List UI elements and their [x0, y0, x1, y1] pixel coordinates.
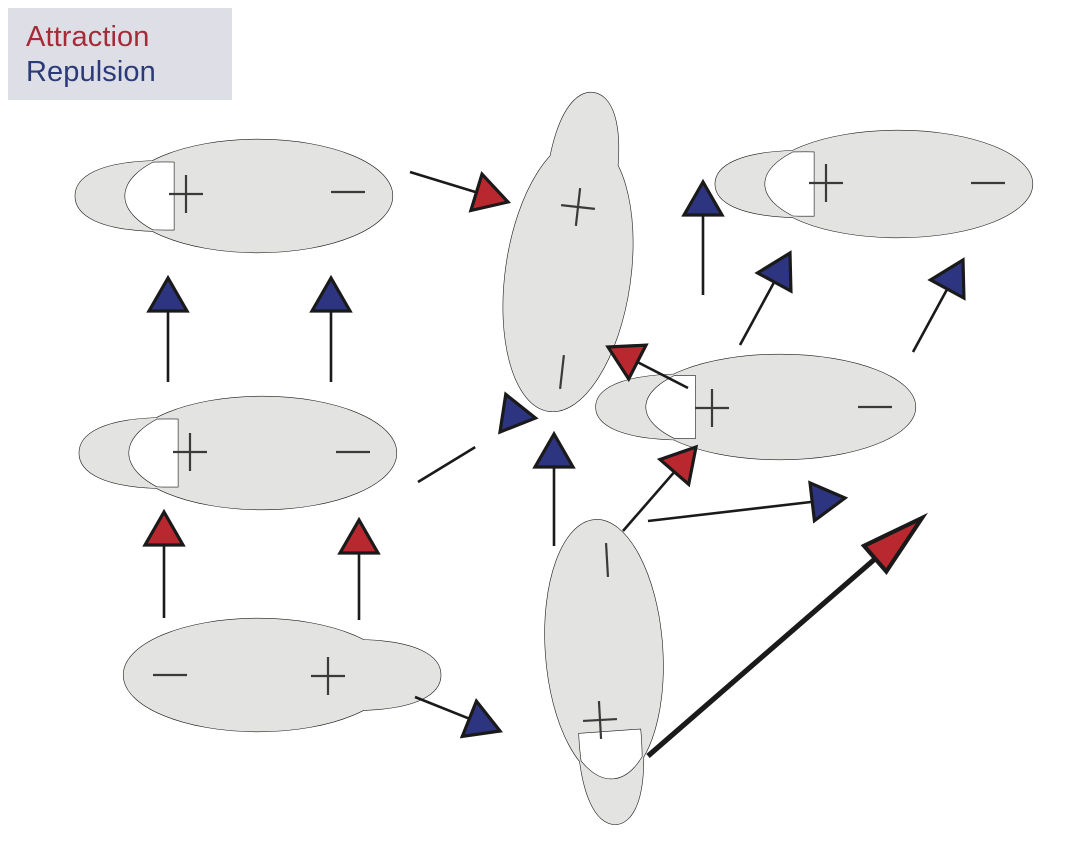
particle-middle-right-dipole — [595, 353, 917, 461]
arrow-head-repulsion — [681, 178, 725, 217]
arrow-attraction — [605, 343, 689, 390]
arrow-attraction — [409, 170, 512, 213]
pole-mark-positive — [560, 187, 596, 227]
pole-mark-positive — [311, 657, 345, 695]
arrow-head-repulsion — [497, 391, 539, 435]
arrow-repulsion — [911, 257, 966, 353]
arrow-shaft — [414, 695, 474, 722]
arrow-repulsion — [417, 391, 539, 484]
arrow-shaft — [409, 170, 481, 195]
pole-mark-positive — [809, 164, 843, 202]
arrow-head-repulsion — [808, 480, 849, 524]
particle-body-fill — [544, 519, 664, 825]
arrow-head-repulsion — [532, 430, 576, 469]
arrow-shaft — [633, 359, 689, 390]
particles-layer — [74, 91, 1034, 825]
arrow-head-attraction — [468, 171, 512, 213]
particle-bottom-left-dipole-reversed — [122, 617, 442, 733]
pole-mark-positive — [169, 175, 203, 213]
arrow-repulsion — [681, 178, 725, 295]
force-legend: Attraction Repulsion — [8, 8, 232, 100]
pole-dash — [604, 542, 610, 578]
particle-body-fill — [75, 139, 393, 253]
pole-dash-vertical — [597, 700, 603, 740]
arrow-head-repulsion — [146, 274, 190, 313]
arrow-attraction — [142, 508, 186, 618]
arrow-repulsion — [738, 250, 793, 346]
arrow-repulsion — [309, 274, 353, 382]
arrow-shaft — [622, 468, 678, 532]
arrow-attraction — [622, 444, 699, 532]
arrow-head-repulsion — [309, 274, 353, 313]
legend-item-repulsion: Repulsion — [26, 56, 156, 88]
particle-bottom-vertical-dipole — [544, 519, 664, 825]
arrow-shaft — [647, 500, 817, 523]
particle-body-fill — [595, 354, 916, 460]
arrow-attraction — [337, 516, 381, 620]
pole-mark-negative — [604, 542, 610, 578]
arrows-layer — [142, 170, 966, 758]
pole-mark-positive — [582, 700, 618, 740]
arrow-head-attraction — [142, 508, 186, 547]
particle-top-left-dipole — [74, 138, 394, 254]
arrow-head-attraction — [337, 516, 381, 555]
pole-mark-positive — [173, 433, 207, 471]
arrow-shaft — [738, 277, 778, 346]
pole-mark-negative — [559, 354, 565, 390]
particle-body-fill — [715, 130, 1033, 238]
arrow-head-repulsion — [459, 697, 503, 739]
arrow-repulsion — [532, 430, 576, 546]
particle-middle-left-dipole — [78, 395, 398, 511]
arrow-repulsion — [414, 695, 503, 739]
arrow-shaft — [911, 284, 951, 353]
particle-top-right-dipole — [714, 129, 1034, 239]
arrow-head-repulsion — [754, 250, 793, 294]
arrow-head-repulsion — [927, 257, 966, 301]
arrow-head-attraction — [860, 512, 928, 575]
arrow-head-attraction — [605, 343, 649, 383]
particle-body-fill — [503, 92, 633, 412]
pole-dash — [559, 354, 565, 390]
particle-body-fill — [79, 396, 397, 510]
arrow-head-attraction — [656, 444, 699, 488]
arrow-shaft — [646, 551, 883, 758]
particle-body-fill — [123, 618, 441, 732]
arrow-shaft — [417, 446, 476, 484]
arrow-repulsion — [647, 480, 849, 524]
particle-center-vertical-dipole — [502, 91, 634, 412]
pole-dash-vertical — [574, 187, 582, 227]
arrow-attraction — [646, 512, 928, 758]
pole-mark-positive — [695, 389, 729, 427]
arrow-repulsion — [146, 274, 190, 382]
legend-item-attraction: Attraction — [26, 21, 150, 53]
